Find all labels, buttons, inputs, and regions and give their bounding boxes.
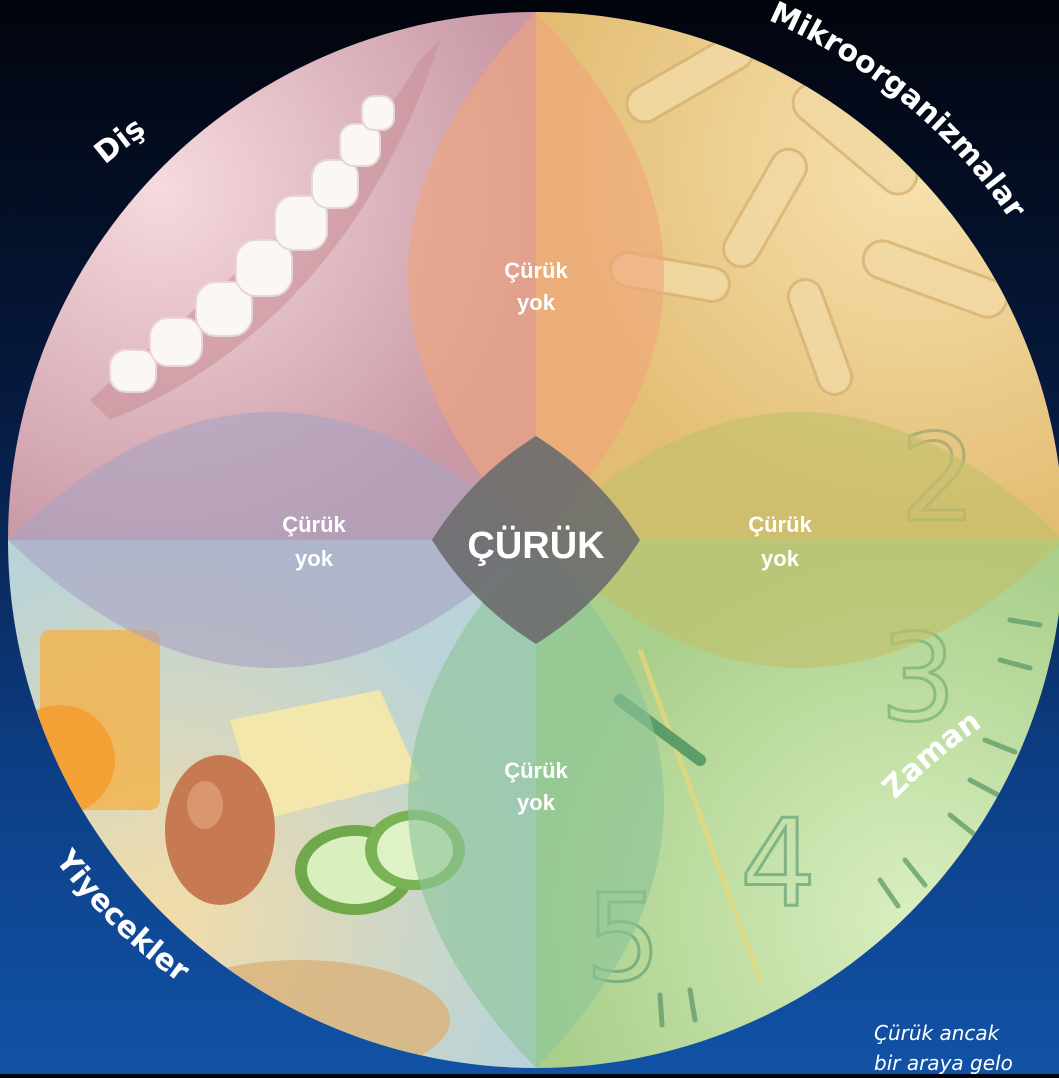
clock-number-4: 4 [740, 795, 816, 934]
top-petal-label-line2: yok [517, 290, 556, 315]
caption-line-1: Çürük ancak [874, 1018, 1059, 1048]
right-petal-label-line2: yok [761, 546, 800, 571]
right-petal-label-line1: Çürük [748, 512, 812, 537]
tooth-label-path: Diş [88, 111, 152, 171]
tooth-label: Diş [88, 111, 152, 171]
left-petal-label-line2: yok [295, 546, 334, 571]
top-petal-label-line1: Çürük [504, 258, 568, 283]
bottom-petal-label-line1: Çürük [504, 758, 568, 783]
center-label: ÇÜRÜK [467, 524, 605, 567]
left-petal-label-line1: Çürük [282, 512, 346, 537]
footnote-caption: Çürük ancak bir araya gelo [874, 1018, 1059, 1078]
bottom-petal-label-line2: yok [517, 790, 556, 815]
